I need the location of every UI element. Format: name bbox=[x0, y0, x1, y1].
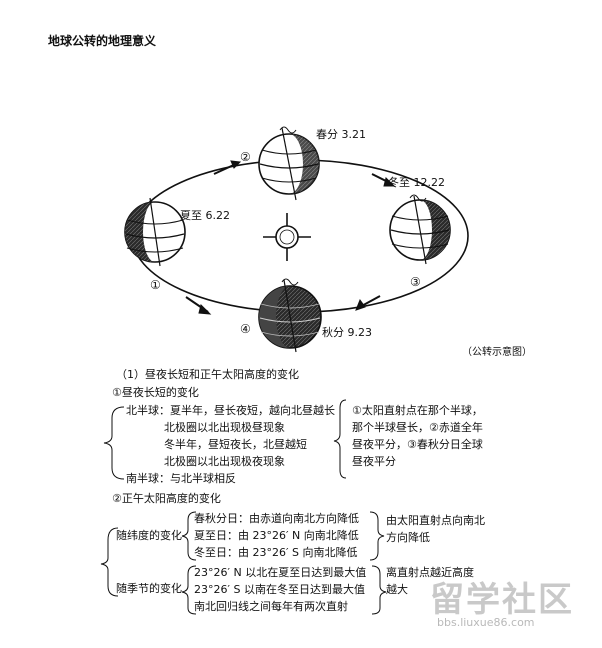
page-title: 地球公转的地理意义 bbox=[48, 34, 157, 48]
sun bbox=[263, 213, 311, 261]
section2-title: ②正午太阳高度的变化 bbox=[112, 492, 221, 505]
earth-summer bbox=[124, 197, 186, 267]
s1-left-line-3: 冬半年，昼短夜长，北昼越短 bbox=[164, 438, 307, 451]
lat-line-3: 冬至日：由 23°26′ S 向南北降低 bbox=[194, 546, 358, 559]
label-summer: 夏至 6.22 bbox=[180, 209, 230, 222]
season-note-1: 离直射点越近高度 bbox=[386, 566, 474, 579]
label-winter: 冬至 12.22 bbox=[388, 176, 445, 189]
lat-line-2: 夏至日：由 23°26′ N 向南北降低 bbox=[194, 529, 359, 542]
s1-right-line-4: 昼夜平分 bbox=[352, 455, 396, 468]
season-line-3: 南北回归线之间每年有两次直射 bbox=[194, 600, 348, 613]
season-line-2: 23°26′ S 以南在冬至日达到最大值 bbox=[194, 583, 365, 596]
watermark-logo: 留学社区 bbox=[430, 580, 574, 620]
s1-left-line-4: 北极圈以北出现极夜现象 bbox=[164, 455, 285, 468]
latitude-label: 随纬度的变化 bbox=[116, 529, 182, 542]
orbit-arrows bbox=[185, 160, 396, 315]
lat-line-1: 春秋分日：由赤道向南北方向降低 bbox=[194, 512, 359, 525]
label-spring: 春分 3.21 bbox=[316, 128, 366, 141]
label-pos-1: ① bbox=[150, 278, 161, 292]
s1-right-line-1: ①太阳直射点在那个半球， bbox=[352, 404, 483, 417]
season-label: 随季节的变化 bbox=[116, 582, 182, 595]
section1-title: ①昼夜长短的变化 bbox=[112, 386, 199, 399]
label-pos-3: ③ bbox=[410, 275, 421, 289]
season-note-2: 越大 bbox=[386, 583, 408, 596]
s1-right-line-3: 昼夜平分，③春秋分日全球 bbox=[352, 438, 483, 451]
earth-winter bbox=[389, 194, 451, 265]
s1-left-line-1: 北半球：夏半年，昼长夜短，越向北昼越长 bbox=[126, 404, 335, 417]
s1-left-line-5: 南半球：与北半球相反 bbox=[126, 472, 236, 485]
s1-right-line-2: 那个半球昼长，②赤道全年 bbox=[352, 421, 483, 434]
lat-note-1: 由太阳直射点向南北 bbox=[386, 514, 485, 527]
earth-autumn bbox=[258, 278, 322, 353]
s1-left-line-2: 北极圈以北出现极昼现象 bbox=[164, 421, 285, 434]
label-pos-4: ④ bbox=[240, 322, 251, 336]
notes-heading: （1）昼夜长短和正午太阳高度的变化 bbox=[116, 368, 299, 381]
earth-spring bbox=[258, 126, 320, 201]
diagram-caption: （公转示意图） bbox=[462, 347, 532, 358]
lat-note-2: 方向降低 bbox=[386, 531, 430, 544]
season-line-1: 23°26′ N 以北在夏至日达到最大值 bbox=[194, 566, 367, 579]
watermark-url: bbs.liuxue86.com bbox=[437, 616, 535, 629]
label-pos-2: ② bbox=[240, 150, 251, 164]
label-autumn: 秋分 9.23 bbox=[322, 326, 372, 339]
